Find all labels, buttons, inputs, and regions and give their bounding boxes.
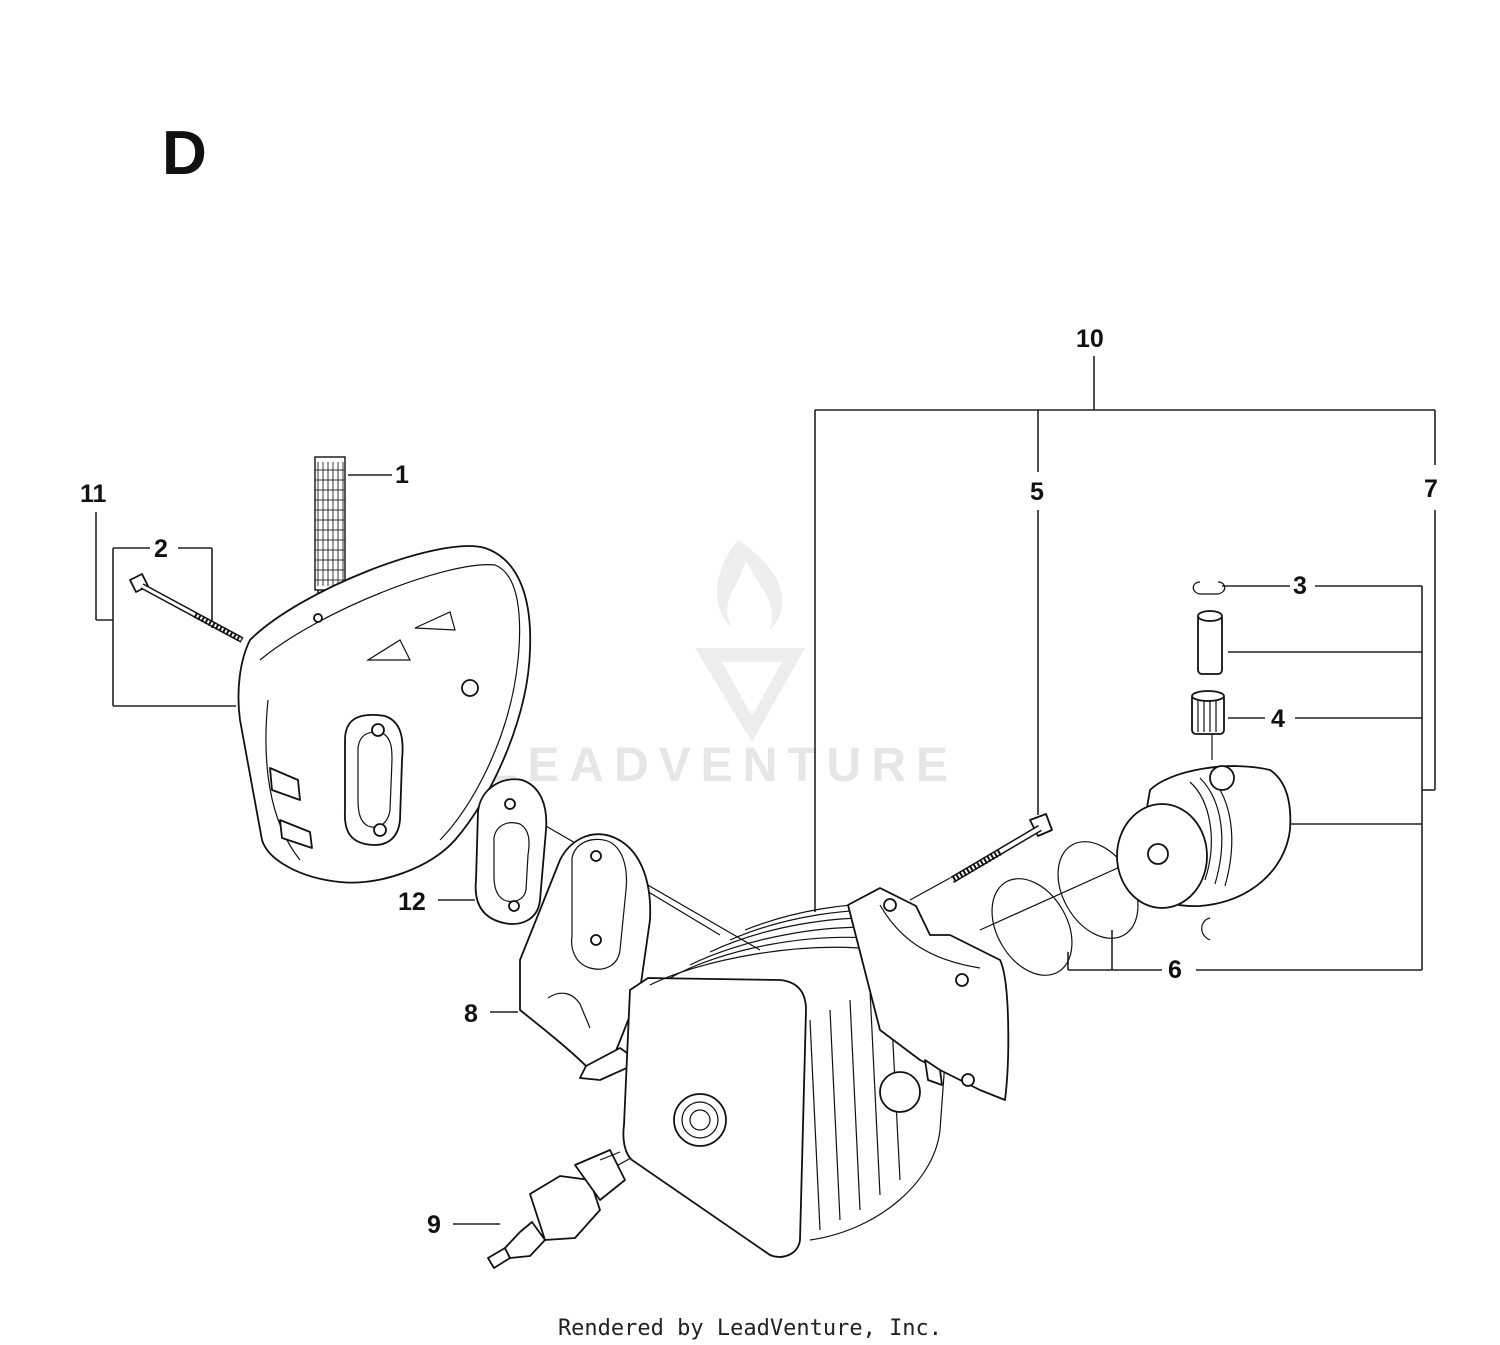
- screen-label-part: [314, 456, 346, 591]
- callout-11: 11: [80, 480, 107, 508]
- piston-pin-part: [1192, 581, 1226, 675]
- callout-5: 5: [1030, 478, 1044, 506]
- leadventure-logo-icon: [695, 540, 805, 742]
- screw-part: [129, 573, 244, 643]
- callout-2: 2: [154, 535, 168, 563]
- callout-1: 1: [395, 461, 409, 489]
- callout-7: 7: [1424, 475, 1438, 503]
- spark-plug-part: [487, 1149, 626, 1269]
- stud-part: [950, 813, 1053, 884]
- callout-8: 8: [464, 1000, 478, 1028]
- section-label: D: [162, 119, 207, 188]
- watermark-text: LEADVENTURE: [488, 739, 958, 792]
- callout-6: 6: [1168, 956, 1182, 984]
- muffler-part: [237, 545, 532, 884]
- gasket-part: [474, 778, 548, 925]
- callout-4: 4: [1271, 705, 1285, 733]
- callout-3: 3: [1293, 572, 1307, 600]
- piston-part: [1116, 765, 1292, 941]
- leader-lines: [95, 356, 1436, 1225]
- cylinder-part: [622, 887, 1010, 1258]
- needle-bearing-part: [1191, 690, 1225, 735]
- footer-credit: Rendered by LeadVenture, Inc.: [558, 1316, 942, 1341]
- callout-9: 9: [427, 1211, 441, 1239]
- callouts: 1 2 3 4 5 6 7 8 9 10 11 12: [80, 325, 1438, 1239]
- callout-10: 10: [1076, 325, 1104, 353]
- callout-12: 12: [398, 888, 426, 916]
